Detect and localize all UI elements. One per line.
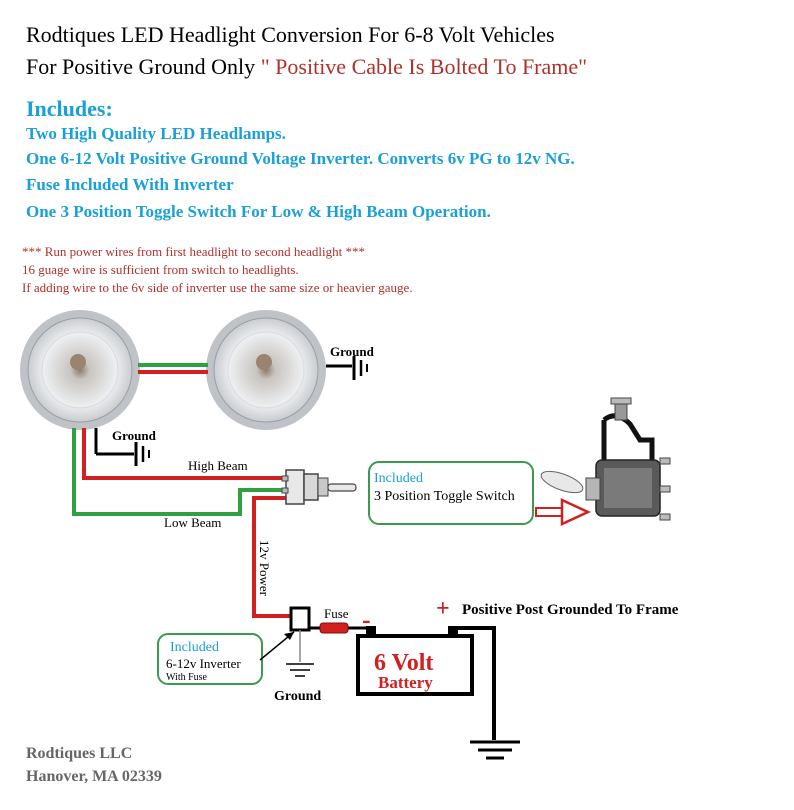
switch-included-box: Included 3 Position Toggle Switch [368, 461, 534, 525]
power-12v-wire [252, 496, 296, 618]
low-beam-wire [72, 428, 290, 516]
headlamp-left [20, 310, 140, 430]
company-name: Rodtiques LLC [26, 745, 133, 762]
inverter-unit [289, 606, 311, 632]
low-beam-label: Low Beam [164, 515, 221, 530]
page-title: Rodtiques LED Headlight Conversion For 6… [26, 22, 555, 47]
includes-item: Fuse Included With Inverter [26, 175, 234, 194]
wiring-note: If adding wire to the 6v side of inverte… [22, 280, 413, 295]
ground-label-left: Ground [112, 428, 157, 443]
ground-symbol-left [134, 442, 150, 466]
switch-included-label: Included [374, 471, 423, 486]
battery-6v: 6 Volt Battery [356, 626, 474, 696]
inverter-included-label: Included [170, 640, 219, 655]
includes-item: Two High Quality LED Headlamps. [26, 124, 286, 143]
high-beam-label: High Beam [188, 458, 248, 473]
inverter-sublabel: With Fuse [166, 672, 208, 683]
page-subtitle: For Positive Ground Only " Positive Cabl… [26, 54, 587, 80]
battery-label: Battery [378, 673, 433, 692]
battery-volts: 6 Volt [374, 650, 433, 676]
switch-description: 3 Position Toggle Switch [374, 489, 515, 504]
positive-sign: + [436, 596, 450, 622]
toggle-switch-small [281, 469, 357, 505]
ground-symbol-frame [470, 740, 520, 760]
subtitle-highlight: " Positive Cable Is Bolted To Frame" [260, 54, 588, 79]
company-location: Hanover, MA 02339 [26, 768, 162, 785]
subtitle-prefix: For Positive Ground Only [26, 54, 261, 79]
wiring-note: 16 guage wire is sufficient from switch … [22, 262, 299, 277]
inverter-included-box: Included 6-12v Inverter With Fuse [157, 633, 263, 685]
fuse-icon [319, 622, 349, 634]
wiring-note: *** Run power wires from first headlight… [22, 244, 365, 259]
includes-heading: Includes: [26, 96, 113, 121]
includes-item: One 3 Position Toggle Switch For Low & H… [26, 202, 491, 221]
fuse-label: Fuse [324, 606, 349, 621]
ground-label-bottom: Ground [274, 689, 321, 704]
high-beam-wire [82, 428, 290, 480]
frame-ground-wire [453, 626, 496, 740]
positive-post-label: Positive Post Grounded To Frame [462, 602, 679, 618]
power-12v-label: 12v Power [257, 540, 272, 597]
includes-item: One 6-12 Volt Positive Ground Voltage In… [26, 149, 575, 168]
ground-label-top: Ground [330, 344, 375, 359]
ground-symbol-bottom [286, 663, 314, 677]
negative-sign: - [362, 605, 371, 634]
arrow-right-icon [535, 498, 591, 526]
ground-symbol-top [352, 356, 368, 380]
headlamp-right [206, 310, 326, 430]
inverter-label: 6-12v Inverter [166, 656, 241, 671]
toggle-switch-photo [540, 397, 671, 521]
